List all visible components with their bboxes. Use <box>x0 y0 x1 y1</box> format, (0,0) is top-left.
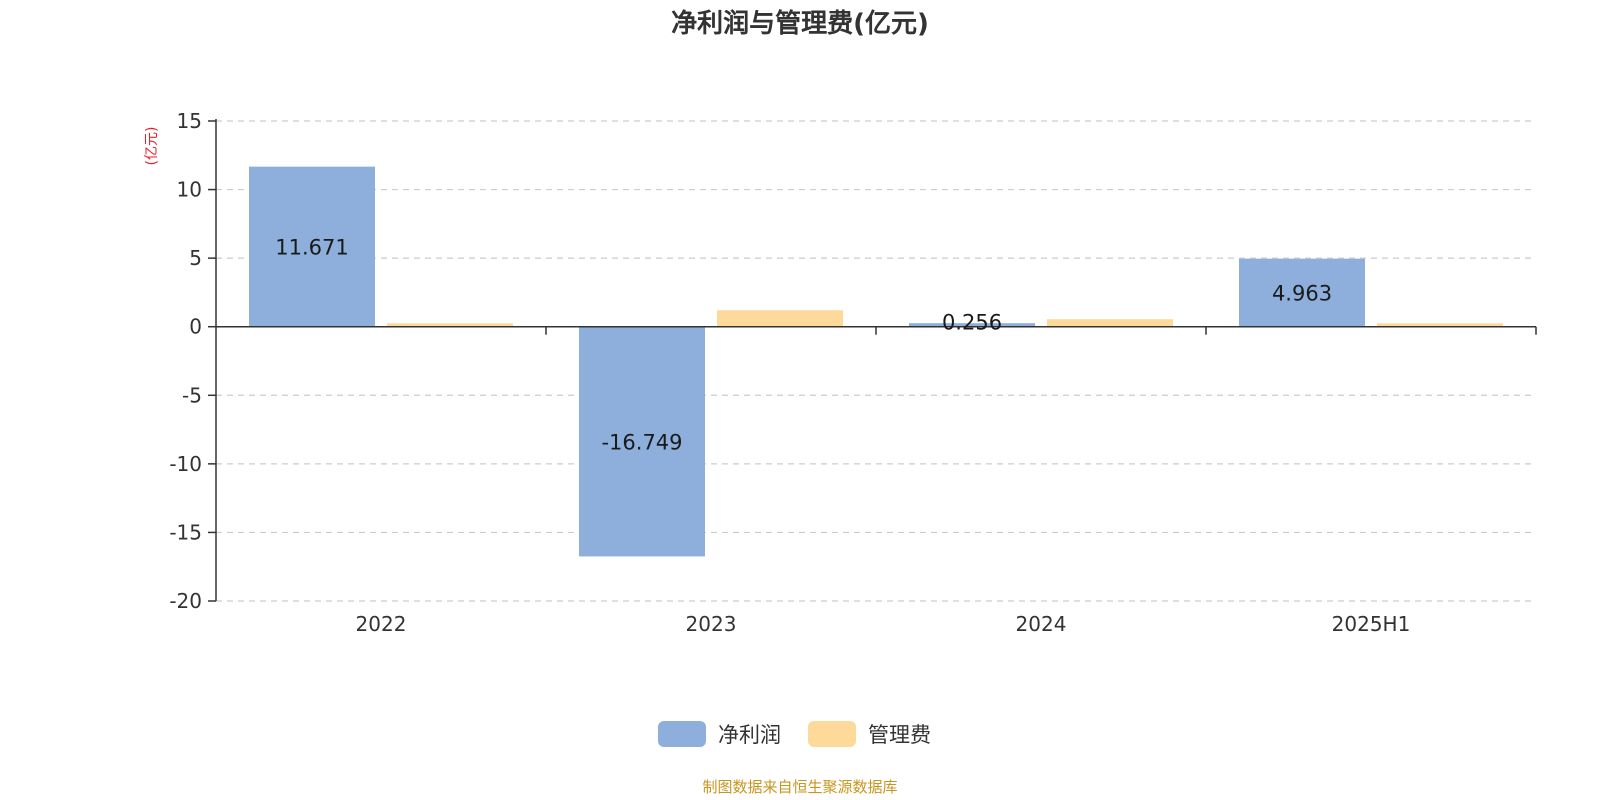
bar-admin-fee[interactable] <box>1047 319 1173 327</box>
legend-swatch <box>658 721 706 747</box>
data-label: 11.671 <box>275 236 348 260</box>
legend-label: 净利润 <box>718 723 781 747</box>
bar-admin-fee[interactable] <box>387 323 513 327</box>
y-tick-label: -5 <box>182 383 202 407</box>
grid-lines <box>216 120 1536 602</box>
legend[interactable]: 净利润 管理费 <box>658 721 931 747</box>
bars <box>249 166 1503 557</box>
y-tick-label: 15 <box>177 109 202 133</box>
bar-net-profit[interactable] <box>909 323 1035 327</box>
x-tick-label: 2025H1 <box>1332 612 1411 636</box>
data-label: 4.963 <box>1272 282 1332 306</box>
data-labels: 11.671 -16.749 0.256 4.963 <box>275 236 1332 455</box>
data-label: 0.256 <box>942 311 1002 335</box>
x-tick-labels: 2022 2023 2024 2025H1 <box>356 612 1411 636</box>
y-tick-labels: 15 10 5 0 -5 -10 -15 -20 <box>169 109 216 613</box>
chart-title: 净利润与管理费(亿元) <box>671 8 929 39</box>
legend-label: 管理费 <box>868 723 931 747</box>
y-axis-unit-label: (亿元) <box>144 127 160 166</box>
data-label: -16.749 <box>601 431 682 455</box>
legend-swatch <box>808 721 856 747</box>
x-tick-label: 2023 <box>686 612 737 636</box>
bar-net-profit[interactable] <box>249 166 375 327</box>
bar-net-profit[interactable] <box>579 326 705 557</box>
x-tick-label: 2022 <box>356 612 407 636</box>
y-tick-label: -20 <box>169 589 202 613</box>
bar-admin-fee[interactable] <box>717 310 843 327</box>
bar-net-profit[interactable] <box>1239 258 1365 327</box>
legend-item-net-profit[interactable]: 净利润 <box>658 721 781 747</box>
y-tick-label: -15 <box>169 520 202 544</box>
x-tick-label: 2024 <box>1016 612 1067 636</box>
legend-item-admin-fee[interactable]: 管理费 <box>808 721 931 747</box>
y-tick-label: -10 <box>169 452 202 476</box>
bar-admin-fee[interactable] <box>1377 323 1503 327</box>
source-note: 制图数据来自恒生聚源数据库 <box>702 778 897 796</box>
y-tick-label: 5 <box>189 246 202 270</box>
y-tick-label: 0 <box>189 315 202 339</box>
axes <box>215 119 1537 601</box>
y-tick-label: 10 <box>177 178 202 202</box>
